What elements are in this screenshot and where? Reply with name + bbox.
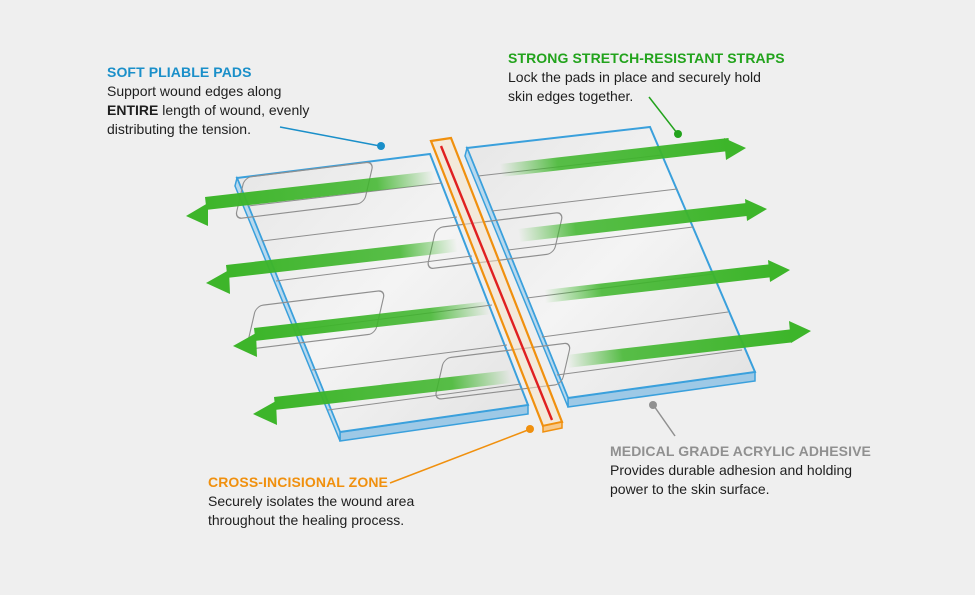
- callout-title: SOFT PLIABLE PADS: [107, 64, 252, 80]
- right-pad-stripe: [491, 188, 678, 212]
- callout-line: Securely isolates the wound area: [208, 493, 415, 509]
- dot-leader-icon: [674, 130, 682, 138]
- left-pad-stripe: [261, 216, 458, 242]
- right-pad-edge-thickness: [464, 145, 569, 408]
- callout-line: ENTIRE length of wound, evenly: [107, 101, 357, 120]
- double-arrow-icon: [253, 401, 277, 425]
- adhesive-leader: [649, 401, 676, 437]
- dot-leader-icon: [377, 142, 385, 150]
- double-arrow-icon: [724, 138, 746, 160]
- strap: [233, 260, 790, 357]
- soft-pliable-pads-callout: SOFT PLIABLE PADS Support wound edges al…: [107, 63, 357, 139]
- cross-incisional-zone: [429, 136, 564, 433]
- dot-leader-icon: [649, 401, 657, 409]
- callout-title: MEDICAL GRADE ACRYLIC ADHESIVE: [610, 443, 871, 459]
- left-pad-stripe: [311, 344, 508, 371]
- callout-line: power to the skin surface.: [610, 481, 770, 497]
- callout-line: Lock the pads in place and securely hold: [508, 69, 761, 85]
- callout-title: CROSS-INCISIONAL ZONE: [208, 474, 388, 490]
- left-pad-stripe: [327, 383, 522, 411]
- right-pad-stripe: [541, 311, 729, 338]
- right-pad-stripe: [507, 226, 694, 251]
- cross-incisional-zone-callout: CROSS-INCISIONAL ZONE Securely isolates …: [208, 473, 478, 530]
- callout-emphasis: ENTIRE: [107, 102, 159, 118]
- medical-grade-acrylic-adhesive-callout: MEDICAL GRADE ACRYLIC ADHESIVE Provides …: [610, 442, 900, 499]
- zone-side: [542, 421, 563, 433]
- callout-line: Provides durable adhesion and holding: [610, 462, 853, 478]
- straps-leader: [648, 96, 682, 138]
- callout-line: throughout the healing process.: [208, 512, 405, 528]
- right-pad-stripe: [556, 349, 743, 376]
- strap: [186, 137, 746, 226]
- strap: [253, 321, 811, 425]
- left-pad-edge-thickness: [234, 175, 341, 442]
- double-arrow-icon: [745, 199, 767, 221]
- callout-line: distributing the tension.: [107, 121, 251, 137]
- zone-leader: [389, 425, 534, 484]
- left-pad-window: [246, 290, 385, 350]
- dot-leader-icon: [526, 425, 534, 433]
- strong-stretch-resistant-straps-callout: STRONG STRETCH-RESISTANT STRAPS Lock the…: [508, 49, 798, 106]
- incision-line: [439, 145, 554, 421]
- callout-line: skin edges together.: [508, 88, 634, 104]
- callout-title: STRONG STRETCH-RESISTANT STRAPS: [508, 50, 785, 66]
- double-arrow-icon: [789, 321, 811, 343]
- double-arrow-icon: [206, 270, 230, 294]
- callout-line-rest: length of wound, evenly: [158, 102, 310, 118]
- left-pad-stripe: [275, 255, 473, 282]
- double-arrow-icon: [233, 333, 257, 357]
- strap: [206, 199, 767, 294]
- callout-line: Support wound edges along: [107, 83, 282, 99]
- double-arrow-icon: [186, 203, 208, 226]
- double-arrow-icon: [768, 260, 790, 282]
- left-pad-stripe: [247, 182, 443, 207]
- pads-leader: [279, 126, 385, 150]
